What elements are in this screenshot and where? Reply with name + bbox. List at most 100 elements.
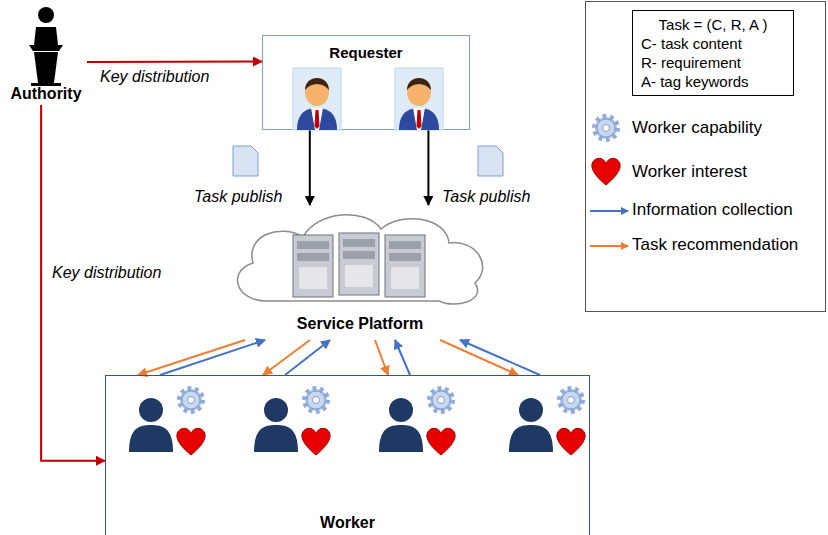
icon-group-part [34, 27, 58, 45]
icon-group-part [315, 110, 320, 129]
task-definition-box: Task = (C, R, A )C- task contentR- requi… [632, 10, 794, 96]
icon-group-part [407, 78, 431, 106]
icon-group [237, 215, 482, 304]
icon-group-part [345, 265, 373, 287]
icon-group [129, 389, 585, 455]
icon-group-part [305, 78, 329, 106]
requester-box: Requester [262, 35, 470, 130]
icon-group-part [399, 108, 439, 130]
authority-node: Authority [5, 5, 87, 105]
edge-label: Key distribution [50, 264, 163, 282]
information-collection-arrow [460, 340, 540, 375]
icon-group-part [182, 391, 200, 409]
legend-label: Task recommendation [632, 235, 798, 255]
icon-group-part [34, 52, 58, 83]
icon-group-part [391, 267, 419, 289]
icon-group-part [297, 241, 329, 249]
icon-group-part [299, 267, 327, 289]
icon-group-part [389, 241, 421, 249]
edge-label: Key distribution [98, 68, 211, 86]
legend-label: Worker capability [632, 118, 762, 138]
icon-group-part [188, 397, 195, 404]
task-recommendation-arrow [375, 340, 388, 375]
icon-group-part [38, 7, 54, 23]
icon-group-part [177, 428, 205, 455]
icon-group-part [395, 68, 443, 130]
heart-symbol-part [592, 158, 620, 185]
gear-symbol-part [597, 119, 615, 137]
task-definition-line: C- task content [641, 34, 785, 53]
icon-group-part [305, 389, 327, 411]
icon-group-part [339, 233, 379, 295]
legend-orange-arrow [590, 245, 628, 247]
icon-group-part [432, 391, 450, 409]
icon-group-part [29, 45, 63, 51]
task-definition-line: A- tag keywords [641, 72, 785, 91]
task-definition-line: R- requirement [641, 53, 785, 72]
icon-group-part [407, 78, 431, 90]
worker-box: Worker [105, 375, 590, 535]
icon-group-part [379, 425, 423, 452]
icon-group-part [302, 428, 330, 455]
key-distribution-arrow [41, 105, 105, 461]
icon-group-part [343, 239, 375, 247]
node-label: Requester [263, 44, 469, 61]
task-publish-arrow [427, 130, 429, 205]
icon-group-part [568, 397, 575, 404]
document-icon-part [233, 146, 258, 176]
icon-group-part [305, 78, 329, 90]
icon-group-part [293, 68, 341, 130]
gear-symbol [595, 117, 617, 139]
icon-group-part [430, 389, 452, 411]
task-recommendation-arrow [263, 340, 310, 375]
document-icon [233, 146, 503, 176]
icon-group-part [557, 428, 585, 455]
icon-group-part [264, 398, 288, 422]
icon-group-part [307, 391, 325, 409]
icon-group-part [311, 108, 323, 130]
icon-group-part [297, 253, 329, 261]
node-label: Authority [5, 85, 87, 103]
edge-label: Task publish [192, 188, 284, 206]
icon-group-part [297, 108, 337, 130]
icon-group-part [560, 389, 582, 411]
information-collection-arrow [285, 340, 330, 375]
icon-group-part [562, 391, 580, 409]
icon-group-part [413, 108, 425, 130]
legend-frame [586, 2, 826, 312]
icon-group-part [427, 428, 455, 455]
icon-group-part [438, 397, 445, 404]
node-label: Service Platform [225, 315, 495, 333]
information-collection-arrow [395, 340, 410, 375]
task-definition-line: Task = (C, R, A ) [641, 15, 785, 34]
icon-group-part [509, 425, 553, 452]
legend-blue-arrow [590, 210, 628, 212]
icon-group-part [389, 253, 421, 261]
edge-label: Task publish [440, 188, 532, 206]
key-distribution-arrow [87, 61, 262, 63]
task-recommendation-arrow [138, 340, 245, 375]
icon-group-part [343, 251, 375, 259]
legend-label: Information collection [632, 200, 793, 220]
service-platform-cloud: Service Platform [225, 205, 495, 340]
task-publish-arrow [309, 130, 311, 205]
node-label: Worker [106, 514, 589, 532]
icon-group-part [293, 235, 333, 297]
icon-group-part [129, 425, 173, 452]
icon-group-part [254, 425, 298, 452]
icon-group-part [389, 398, 413, 422]
icon-group-part [385, 235, 425, 297]
icon-group [29, 7, 63, 86]
document-icon-part [478, 146, 503, 176]
heart-symbol [592, 158, 620, 185]
gear-symbol-part [595, 117, 617, 139]
node-illustration [106, 376, 591, 535]
icon-group-part [139, 398, 163, 422]
information-collection-arrow [160, 340, 265, 375]
icon-group-part [417, 110, 422, 129]
icon-group-part [313, 397, 320, 404]
task-recommendation-arrow [440, 340, 518, 375]
icon-group-part [237, 215, 482, 304]
icon-group-part [180, 389, 202, 411]
icon-group-part [519, 398, 543, 422]
